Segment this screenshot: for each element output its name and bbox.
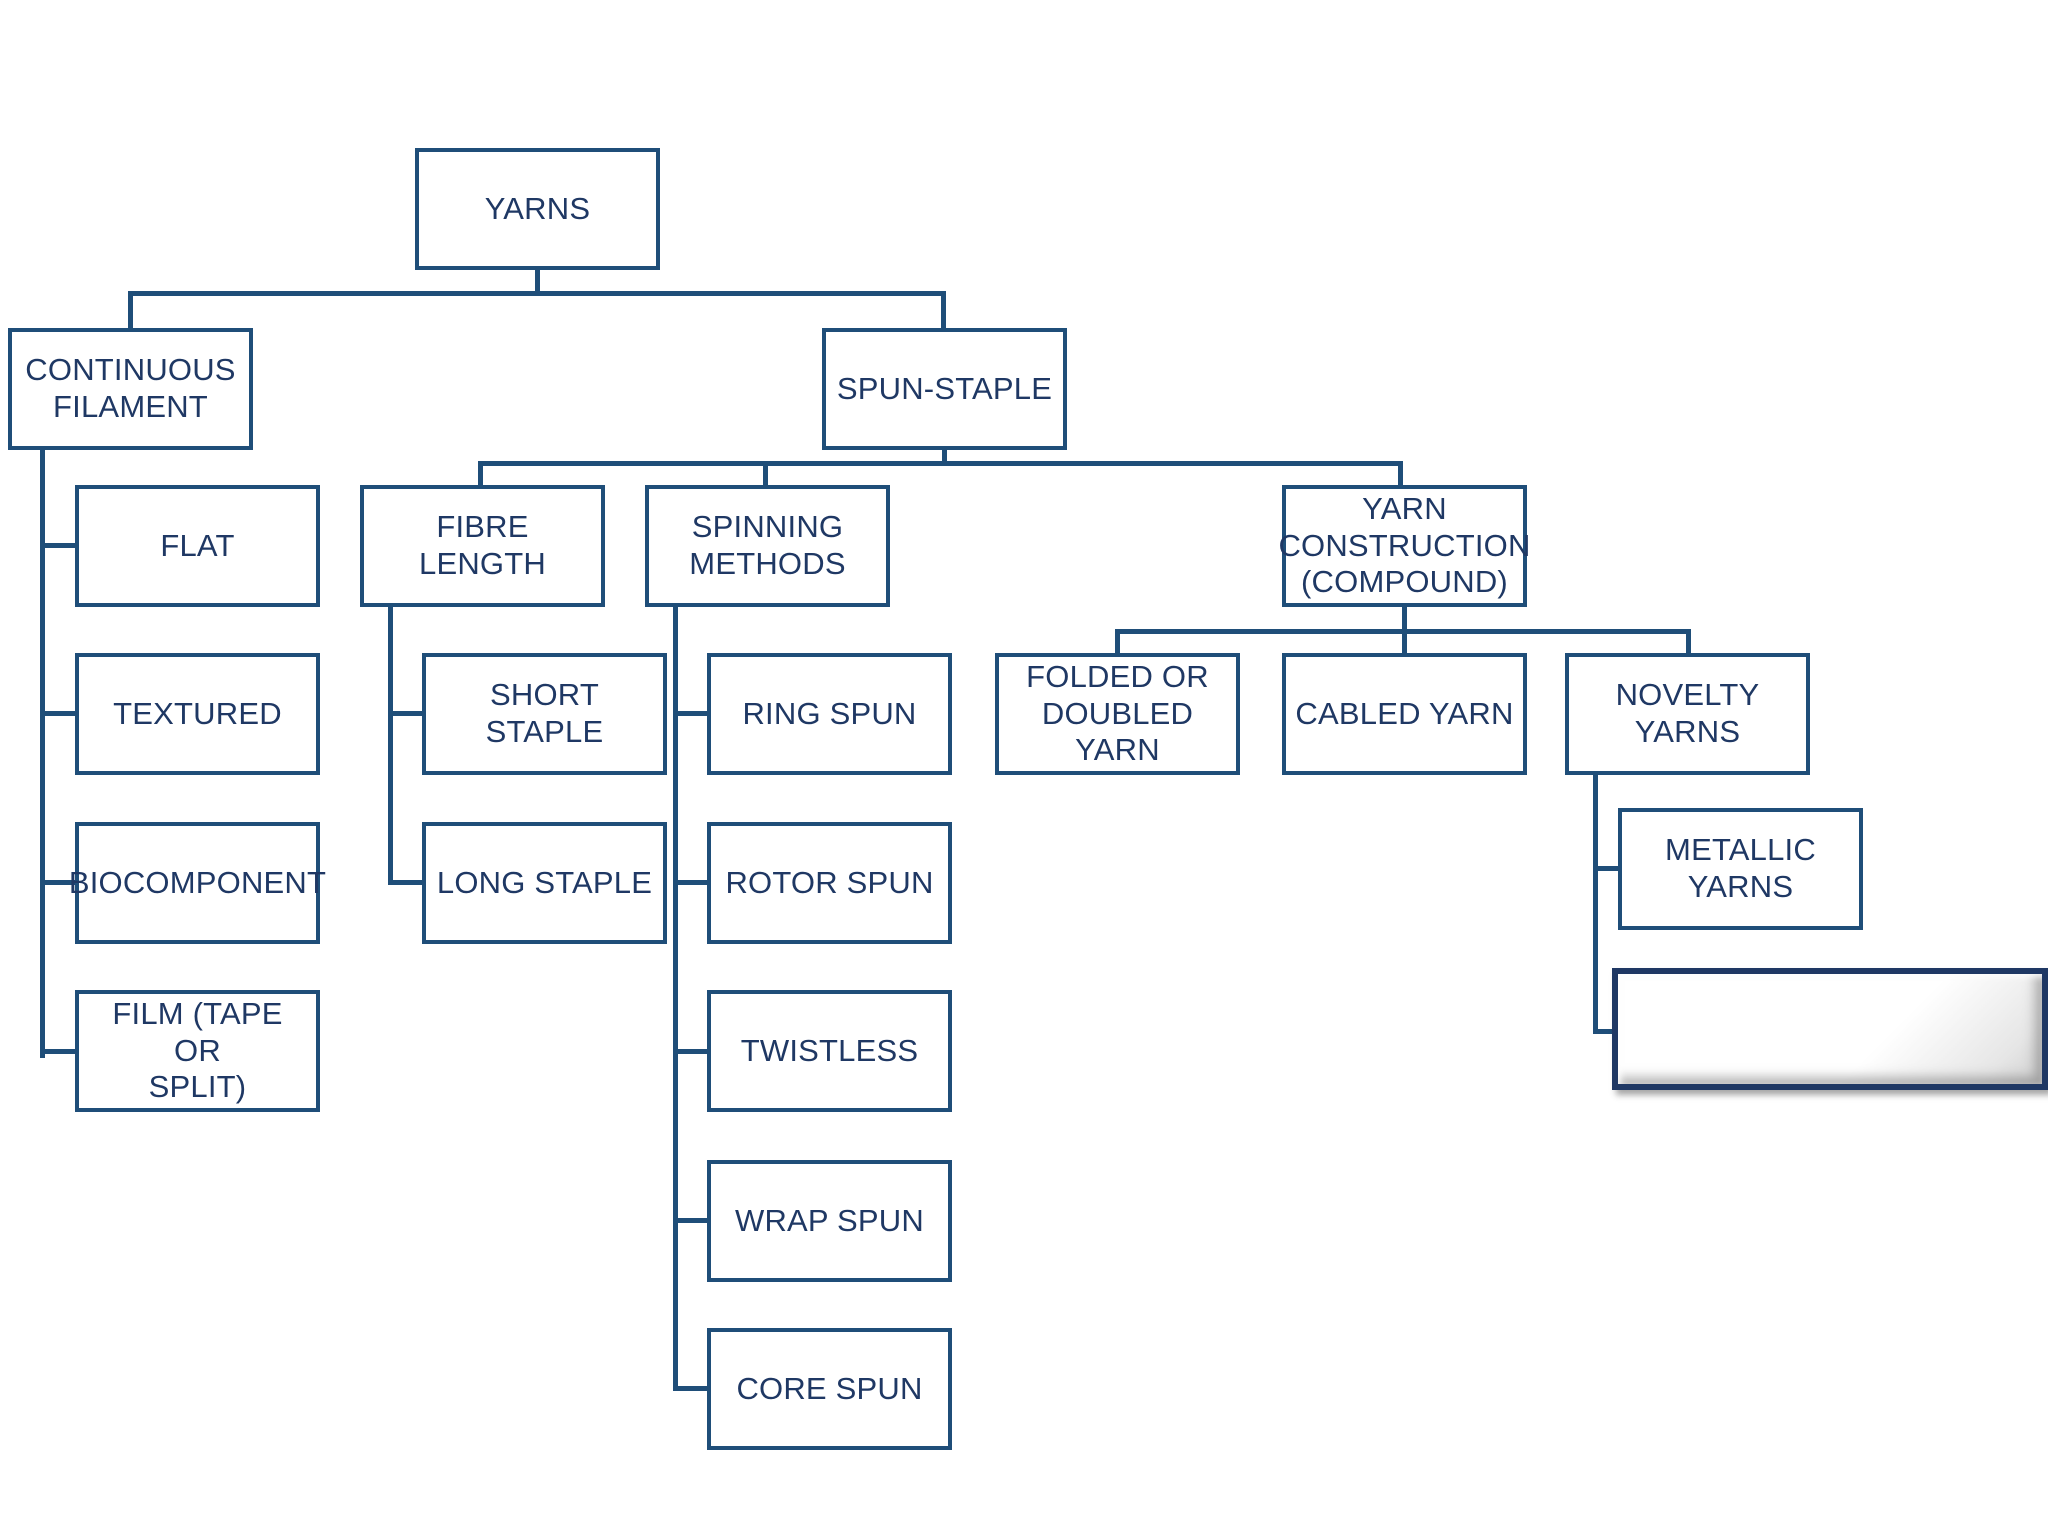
connector-novelty-to-metallic [1593, 866, 1623, 871]
node-textured[interactable]: TEXTURED [75, 653, 320, 775]
connector-bus-to-fibre [478, 461, 483, 488]
connector-spinning-to-rotor [673, 880, 711, 885]
connector-spunstaple-stem [942, 448, 947, 466]
node-label-yarns: YARNS [484, 190, 591, 226]
connector-bus-to-folded [1115, 629, 1120, 656]
node-core_spun[interactable]: CORE SPUN [707, 1328, 952, 1450]
connector-fibre-to-long [388, 880, 426, 885]
node-label-spinning_methods: SPINNING METHODS [689, 509, 846, 581]
node-label-metallic_yarns: METALLIC YARNS [1665, 832, 1816, 904]
node-wrap_spun[interactable]: WRAP SPUN [707, 1160, 952, 1282]
node-fibre_length[interactable]: FIBRE LENGTH [360, 485, 605, 607]
node-label-continuous: CONTINUOUS FILAMENT [25, 352, 236, 424]
connector-bus-to-novelty [1686, 629, 1691, 656]
node-spinning_methods[interactable]: SPINNING METHODS [645, 485, 890, 607]
node-label-wrap_spun: WRAP SPUN [735, 1202, 924, 1238]
node-empty_box[interactable] [1612, 968, 2048, 1090]
node-yarns[interactable]: YARNS [415, 148, 660, 270]
connector-construction-stem [1402, 605, 1407, 632]
connector-continuous-to-flat [40, 543, 78, 548]
connector-continuous-spine [40, 448, 45, 1058]
connector-spinning-to-twistless [673, 1049, 711, 1054]
node-label-twistless: TWISTLESS [740, 1032, 919, 1068]
node-novelty_yarns[interactable]: NOVELTY YARNS [1565, 653, 1810, 775]
node-spun_staple[interactable]: SPUN-STAPLE [822, 328, 1067, 450]
connector-fibre-spine [388, 605, 393, 883]
node-label-core_spun: CORE SPUN [736, 1370, 923, 1406]
connector-yarns-stem [535, 268, 540, 295]
connector-spinning-to-core [673, 1386, 711, 1391]
node-rotor_spun[interactable]: ROTOR SPUN [707, 822, 952, 944]
node-label-yarn_construction: YARN CONSTRUCTION (COMPOUND) [1278, 491, 1531, 600]
connector-continuous-to-bio [40, 880, 78, 885]
node-label-flat: FLAT [160, 527, 235, 563]
connector-bus-to-construction [1398, 461, 1403, 488]
node-cabled_yarn[interactable]: CABLED YARN [1282, 653, 1527, 775]
node-yarn_construction[interactable]: YARN CONSTRUCTION (COMPOUND) [1278, 485, 1530, 607]
node-flat[interactable]: FLAT [75, 485, 320, 607]
connector-yarns-to-continuous [128, 291, 133, 331]
connector-spinning-spine [673, 605, 678, 1389]
node-label-film: FILM (TAPE OR SPLIT) [112, 996, 283, 1105]
node-label-biocomponent: BIOCOMPONENT [68, 864, 327, 900]
node-long_staple[interactable]: LONG STAPLE [422, 822, 667, 944]
connector-novelty-to-empty [1593, 1029, 1623, 1034]
node-film[interactable]: FILM (TAPE OR SPLIT) [75, 990, 320, 1112]
connector-bus-to-spinning [763, 461, 768, 488]
node-label-fibre_length: FIBRE LENGTH [419, 509, 546, 581]
connector-spunstaple-bus [478, 461, 1403, 466]
node-label-ring_spun: RING SPUN [742, 695, 917, 731]
node-ring_spun[interactable]: RING SPUN [707, 653, 952, 775]
connector-novelty-spine [1593, 772, 1598, 1034]
connector-yarns-bus [128, 291, 946, 296]
connector-continuous-to-textured [40, 711, 78, 716]
node-folded_doubled[interactable]: FOLDED OR DOUBLED YARN [995, 653, 1240, 775]
connector-bus-to-cabled [1402, 629, 1407, 656]
node-label-spun_staple: SPUN-STAPLE [836, 370, 1053, 406]
connector-spinning-to-ring [673, 711, 711, 716]
connector-spinning-to-wrap [673, 1218, 711, 1223]
connector-continuous-to-film [40, 1049, 78, 1054]
node-label-cabled_yarn: CABLED YARN [1295, 695, 1514, 731]
connector-fibre-to-short [388, 711, 426, 716]
node-short_staple[interactable]: SHORT STAPLE [422, 653, 667, 775]
node-continuous[interactable]: CONTINUOUS FILAMENT [8, 328, 253, 450]
node-label-folded_doubled: FOLDED OR DOUBLED YARN [1026, 659, 1209, 768]
node-label-textured: TEXTURED [113, 695, 282, 731]
node-twistless[interactable]: TWISTLESS [707, 990, 952, 1112]
node-label-novelty_yarns: NOVELTY YARNS [1615, 677, 1760, 749]
node-label-rotor_spun: ROTOR SPUN [725, 864, 934, 900]
node-label-long_staple: LONG STAPLE [436, 864, 653, 900]
node-biocomponent[interactable]: BIOCOMPONENT [69, 822, 326, 944]
node-label-short_staple: SHORT STAPLE [485, 677, 604, 749]
connector-yarns-to-spunstaple [941, 291, 946, 331]
node-metallic_yarns[interactable]: METALLIC YARNS [1618, 808, 1863, 930]
